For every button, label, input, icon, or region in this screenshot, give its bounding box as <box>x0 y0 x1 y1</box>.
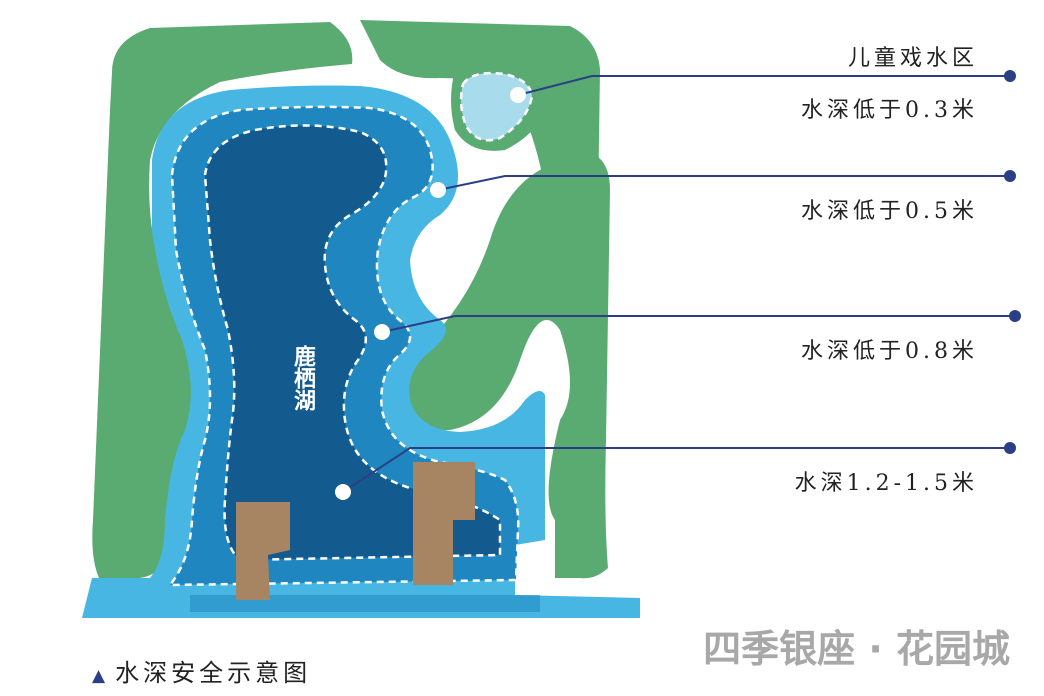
callout-dot-medium <box>1009 310 1021 322</box>
label-kids-pool-depth: 水深低于0.3米 <box>801 98 978 123</box>
callout-line-shallow <box>437 175 1010 191</box>
platform-east <box>413 462 475 585</box>
callout-end-dots <box>1004 70 1021 454</box>
bottom-channel <box>190 595 540 612</box>
triangle-up-icon: ▲ <box>92 666 106 686</box>
label-deep-depth: 水深1.2-1.5米 <box>794 471 978 496</box>
marker-medium <box>374 324 390 340</box>
callout-line-kids-pool <box>517 75 1010 96</box>
caption-text: 水深安全示意图 <box>115 659 312 687</box>
water-deep-zone <box>203 124 502 562</box>
map-caption: ▲ 水深安全示意图 <box>92 653 311 688</box>
lake-name: 鹿栖湖 <box>290 345 315 411</box>
callout-lines <box>342 75 1015 493</box>
land-east <box>405 150 610 579</box>
watermark: 四季银座 · 花园城 <box>703 627 1010 671</box>
callout-dot-deep <box>1004 442 1016 454</box>
callout-line-deep <box>342 447 1010 493</box>
marker-shallow <box>430 182 446 198</box>
label-kids-pool-title: 儿童戏水区 <box>847 46 978 71</box>
label-medium-depth: 水深低于0.8米 <box>801 339 978 364</box>
callout-dot-shallow <box>1004 170 1016 182</box>
land-west <box>92 22 353 580</box>
callout-start-dots <box>335 87 526 500</box>
label-shallow-depth: 水深低于0.5米 <box>801 199 978 224</box>
callout-dot-kids-pool <box>1004 70 1016 82</box>
marker-deep <box>335 484 351 500</box>
platform-west <box>236 502 290 600</box>
callout-line-medium <box>381 315 1015 333</box>
marker-kids-pool <box>510 87 526 103</box>
